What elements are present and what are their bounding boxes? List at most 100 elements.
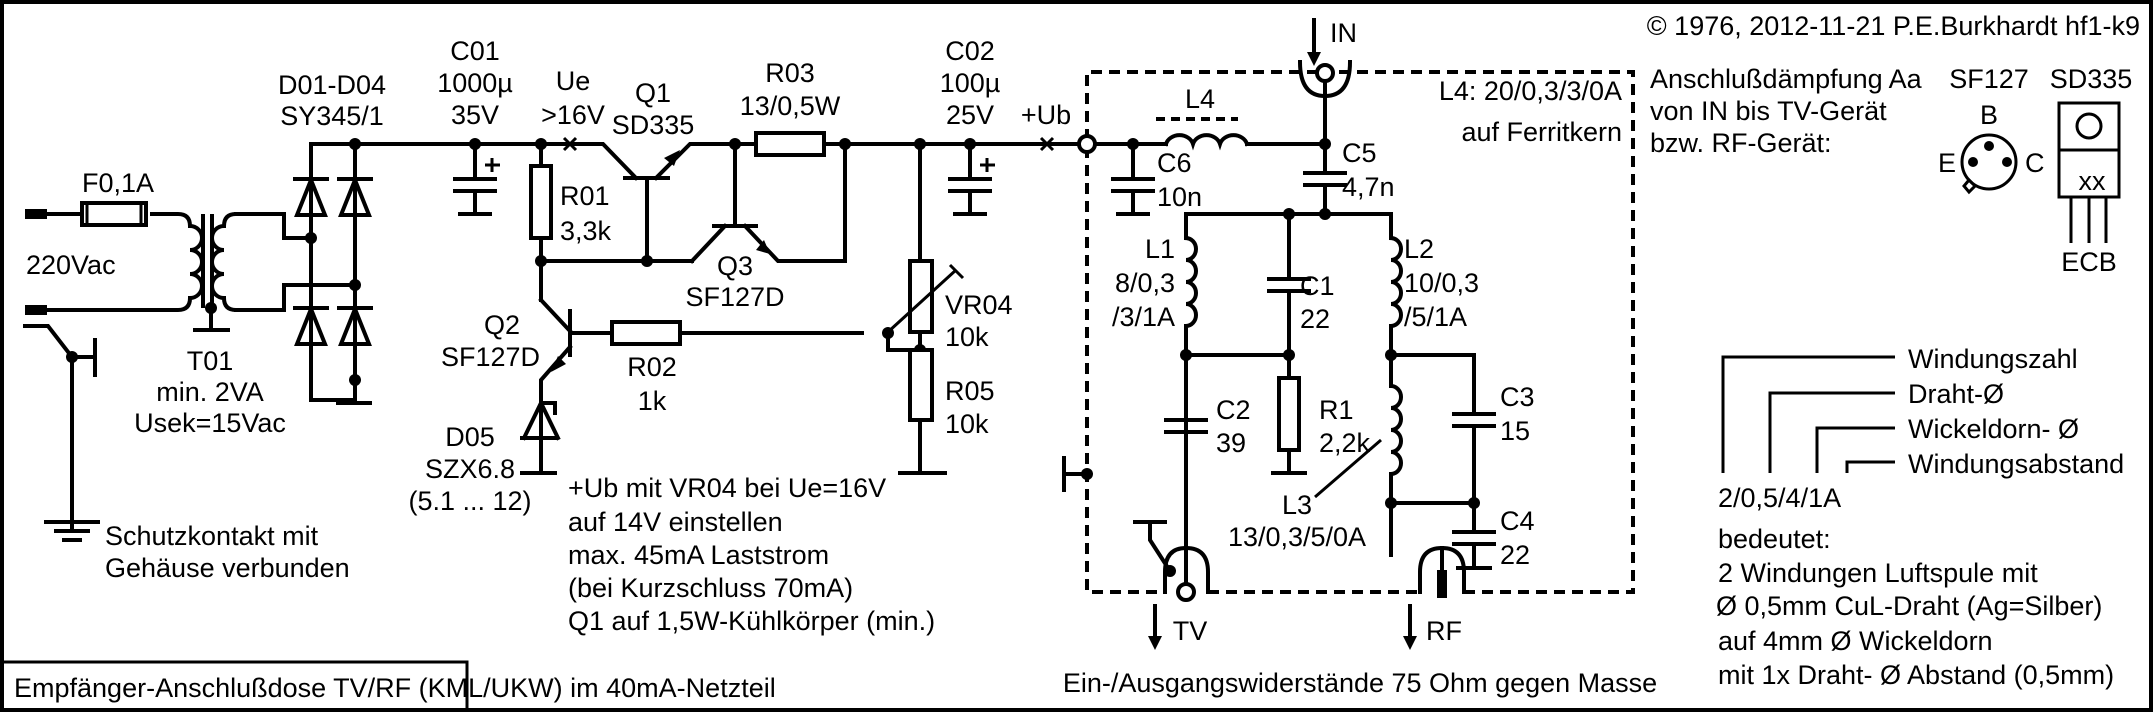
q3-type: SF127D — [685, 282, 784, 312]
c5-label: C5 — [1342, 138, 1377, 168]
legend-explanation-3: Ø 0,5mm CuL-Draht (Ag=Silber) — [1716, 591, 2102, 621]
q1-type: SD335 — [612, 110, 695, 140]
r02-label: R02 — [627, 352, 677, 382]
l2-turns: 10/0,3 — [1404, 268, 1479, 298]
resistor-r03 — [754, 131, 826, 157]
l3-label: L3 — [1282, 490, 1312, 520]
legend-explanation-4: auf 4mm Ø Wickeldorn — [1718, 626, 1993, 656]
q3-label: Q3 — [717, 251, 753, 281]
rf-branch — [1314, 235, 1496, 570]
l1-turns: 8/0,3 — [1115, 268, 1175, 298]
legend-field-wire: Draht-Ø — [1908, 379, 2004, 409]
fuse-symbol — [80, 201, 148, 227]
earth-note-line1: Schutzkontakt mit — [105, 521, 319, 551]
l4-label: L4 — [1185, 84, 1215, 114]
c02-label: C02 — [945, 36, 995, 66]
resistor-r1 — [1277, 376, 1301, 452]
l2-spec: /5/1A — [1404, 302, 1467, 332]
splitter-enclosure — [1085, 70, 1635, 594]
legend-example: 2/0,5/4/1A — [1718, 483, 1841, 513]
r01-value: 3,3k — [560, 216, 612, 246]
note-line3: max. 45mA Laststrom — [568, 540, 829, 570]
impedance-note: Ein-/Ausgangswiderstände 75 Ohm gegen Ma… — [1063, 668, 1657, 698]
q2-label: Q2 — [484, 310, 520, 340]
r01-label: R01 — [560, 181, 610, 211]
sf127-pinout — [1960, 133, 2018, 195]
resistor-r01 — [529, 164, 553, 240]
transformer-power: min. 2VA — [156, 377, 264, 407]
potentiometer-vr04 — [908, 259, 934, 334]
r03-value: 13/0,5W — [740, 91, 841, 121]
c4-value: 22 — [1500, 540, 1530, 570]
feedback-divider — [882, 138, 965, 475]
rf-arrow-icon — [1403, 636, 1417, 650]
attenuation-line1: Anschlußdämpfung Aa — [1650, 64, 1923, 94]
sd335-pins: ECB — [2061, 247, 2117, 277]
ue-label: Ue — [556, 66, 591, 96]
transformer-secondary: Usek=15Vac — [134, 408, 286, 438]
schematic-title: Empfänger-Anschlußdose TV/RF (KML/UKW) i… — [14, 673, 776, 703]
note-line5: Q1 auf 1,5W-Kühlkörper (min.) — [568, 606, 935, 636]
note-line1: +Ub mit VR04 bei Ue=16V — [568, 473, 886, 503]
legend-explanation-5: mit 1x Draht- Ø Abstand (0,5mm) — [1718, 660, 2114, 690]
vr04-value: 10k — [945, 322, 989, 352]
sd335-title: SD335 — [2050, 64, 2133, 94]
legend-field-turns: Windungszahl — [1908, 344, 2078, 374]
c2-label: C2 — [1216, 395, 1251, 425]
c02-value: 100µ — [940, 68, 1001, 98]
sf127-pin-e: E — [1938, 148, 1956, 178]
r1-value: 2,2k — [1319, 428, 1371, 458]
legend-explanation-1: bedeutet: — [1718, 524, 1831, 554]
q2-type: SF127D — [441, 342, 540, 372]
l2-label: L2 — [1404, 234, 1434, 264]
r05-value: 10k — [945, 409, 989, 439]
l1-label: L1 — [1145, 234, 1175, 264]
transformer-label: T01 — [187, 346, 234, 376]
dc-feed — [1051, 117, 1331, 216]
note-line2: auf 14V einstellen — [568, 507, 783, 537]
c4-label: C4 — [1500, 506, 1535, 536]
l4-note-line2: auf Ferritkern — [1461, 117, 1622, 147]
sf127-pin-c: C — [2025, 148, 2045, 178]
bridge-rectifier — [293, 138, 562, 405]
r1-label: R1 — [1319, 395, 1354, 425]
l4-note-line1: L4: 20/0,3/3/0A — [1439, 76, 1622, 106]
note-line4: (bei Kurzschluss 70mA) — [568, 573, 853, 603]
in-connector — [1297, 18, 1353, 146]
tv-branch — [1164, 212, 1311, 562]
d05-label: D05 — [445, 422, 495, 452]
c2-value: 39 — [1216, 428, 1246, 458]
coil-legend-brackets — [1721, 355, 1895, 473]
q1-label: Q1 — [635, 78, 671, 108]
r05-label: R05 — [945, 376, 995, 406]
legend-field-mandrel: Wickeldorn- Ø — [1908, 414, 2079, 444]
bridge-label: D01-D04 — [278, 70, 386, 100]
ue-threshold: >16V — [541, 100, 605, 130]
current-limit — [689, 131, 851, 264]
rf-connector — [1403, 545, 1466, 650]
capacitor-c5 — [1184, 142, 1393, 240]
vr04-label: VR04 — [945, 290, 1013, 320]
d05-type: SZX6.8 — [425, 454, 515, 484]
tv-arrow-icon — [1148, 636, 1162, 650]
chassis-ground-tap — [1062, 456, 1093, 492]
c02-voltage: 25V — [946, 100, 994, 130]
bridge-type: SY345/1 — [280, 101, 384, 131]
c6-value: 10n — [1157, 182, 1202, 212]
fuse-label: F0,1A — [82, 168, 154, 198]
sd335-pinout — [2057, 101, 2121, 243]
capacitor-c02 — [948, 136, 1055, 216]
error-amplifier — [520, 297, 864, 475]
legend-explanation-2: 2 Windungen Luftspule mit — [1718, 558, 2038, 588]
regulator-input-wiring — [529, 136, 694, 302]
tv-label: TV — [1173, 616, 1208, 646]
c6-label: C6 — [1157, 148, 1192, 178]
capacitor-c01 — [453, 138, 500, 216]
attenuation-line2: von IN bis TV-Gerät — [1650, 96, 1887, 126]
c3-label: C3 — [1500, 382, 1535, 412]
sd335-marking: xx — [2079, 166, 2107, 196]
earth-note-line2: Gehäuse verbunden — [105, 553, 350, 583]
